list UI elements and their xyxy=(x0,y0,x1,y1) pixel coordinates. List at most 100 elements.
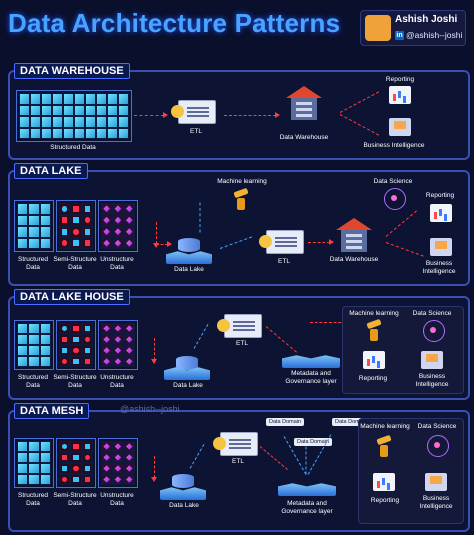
data-cube-icon xyxy=(101,441,113,452)
data-cube-icon xyxy=(81,334,93,345)
atom-icon xyxy=(384,188,406,210)
data-cube-icon xyxy=(28,441,40,452)
data-cube-icon xyxy=(81,214,93,226)
data-cube-icon xyxy=(30,116,41,128)
red-shape-icon xyxy=(73,240,79,247)
ml-label: Machine learning xyxy=(349,310,399,317)
dashboard-icon xyxy=(430,238,452,256)
etl-label: ETL xyxy=(232,458,244,465)
red-shape-icon xyxy=(84,205,91,212)
data-cube-icon xyxy=(41,93,52,105)
flow-arrow xyxy=(193,324,209,349)
flow-arrow xyxy=(189,444,205,469)
data-cube-icon xyxy=(39,356,51,367)
data-cube-icon xyxy=(28,452,40,463)
data-cube-icon xyxy=(28,226,40,238)
etl-label: ETL xyxy=(236,340,248,347)
data-cube-icon xyxy=(123,474,135,485)
data-cube-icon xyxy=(112,203,124,215)
data-cube-icon xyxy=(39,334,51,345)
data-cube-icon xyxy=(28,323,40,334)
data-cube-icon xyxy=(101,203,113,215)
data-cube-icon xyxy=(30,93,41,105)
data-cube-icon xyxy=(59,345,71,356)
red-shape-icon xyxy=(73,454,79,461)
database-tank-icon xyxy=(176,356,198,370)
data-cube-icon xyxy=(70,441,82,452)
etl-server-icon xyxy=(259,230,304,254)
red-shape-icon xyxy=(84,228,91,235)
red-shape-icon xyxy=(61,205,68,212)
red-shape-icon xyxy=(84,476,91,483)
red-shape-icon xyxy=(84,240,91,247)
data-cube-icon xyxy=(52,127,63,139)
data-cube-icon xyxy=(17,323,29,334)
red-shape-icon xyxy=(61,228,68,235)
data-cube-icon xyxy=(81,441,93,452)
data-cube-icon xyxy=(63,116,74,128)
crystal-icon xyxy=(114,336,122,343)
data-cube-icon xyxy=(112,214,124,226)
report-chart-icon xyxy=(363,351,385,369)
data-lake-icon xyxy=(282,355,340,368)
data-domain-box: Data Domain xyxy=(266,418,305,426)
data-cube-icon xyxy=(17,452,29,463)
data-cube-icon xyxy=(85,116,96,128)
data-cube-icon xyxy=(30,104,41,116)
robot-arm-icon xyxy=(232,188,252,210)
data-cube-icon xyxy=(59,463,71,474)
data-cube-icon xyxy=(101,237,113,249)
data-cube-icon xyxy=(39,474,51,485)
red-shape-icon xyxy=(73,205,79,212)
data-cube-icon xyxy=(81,474,93,485)
red-shape-icon xyxy=(73,336,79,343)
bi-label: Business Intelligence xyxy=(415,373,449,388)
data-cube-icon xyxy=(17,474,29,485)
red-shape-icon xyxy=(84,465,91,472)
warehouse-icon xyxy=(336,218,372,230)
crystal-icon xyxy=(126,239,133,247)
structured-data-grid xyxy=(14,320,54,370)
flow-arrow xyxy=(199,202,201,233)
data-cube-icon xyxy=(101,323,113,334)
flow-arrow xyxy=(219,236,253,249)
data-domain-box: Data Domain xyxy=(332,418,371,426)
structured-data-grid xyxy=(16,90,132,142)
structured-data-label: Structured Data xyxy=(50,144,96,151)
crystal-icon xyxy=(114,454,122,461)
crystal-icon xyxy=(114,347,122,354)
data-cube-icon xyxy=(17,334,29,345)
structured-data-label: Structured Data xyxy=(18,374,48,389)
data-cube-icon xyxy=(39,345,51,356)
crystal-icon xyxy=(126,347,133,354)
data-cube-icon xyxy=(28,203,40,215)
report-chart-icon xyxy=(430,204,452,222)
data-cube-icon xyxy=(28,345,40,356)
data-cube-icon xyxy=(17,203,29,215)
data-cube-icon xyxy=(96,104,107,116)
data-cube-icon xyxy=(41,116,52,128)
data-cube-icon xyxy=(70,345,82,356)
red-shape-icon xyxy=(61,325,68,332)
data-cube-icon xyxy=(85,127,96,139)
crystal-icon xyxy=(114,476,122,483)
unstructured-data-grid xyxy=(98,200,138,252)
data-cube-icon xyxy=(39,226,51,238)
bi-label: Business Intelligence xyxy=(363,142,425,149)
red-shape-icon xyxy=(84,443,91,450)
data-cube-icon xyxy=(112,226,124,238)
report-chart-icon xyxy=(373,473,395,491)
red-shape-icon xyxy=(61,240,68,247)
data-cube-icon xyxy=(70,334,82,345)
data-cube-icon xyxy=(123,203,135,215)
crystal-icon xyxy=(103,325,110,332)
crystal-icon xyxy=(114,239,122,247)
data-cube-icon xyxy=(81,226,93,238)
data-cube-icon xyxy=(59,203,71,215)
section-data-lake-house: DATA LAKE HOUSE Structured Data Semi-Str… xyxy=(8,289,470,400)
data-cube-icon xyxy=(59,323,71,334)
reporting-label: Reporting xyxy=(385,76,415,83)
data-cube-icon xyxy=(96,127,107,139)
data-lake-icon xyxy=(278,483,336,496)
data-cube-icon xyxy=(107,104,118,116)
